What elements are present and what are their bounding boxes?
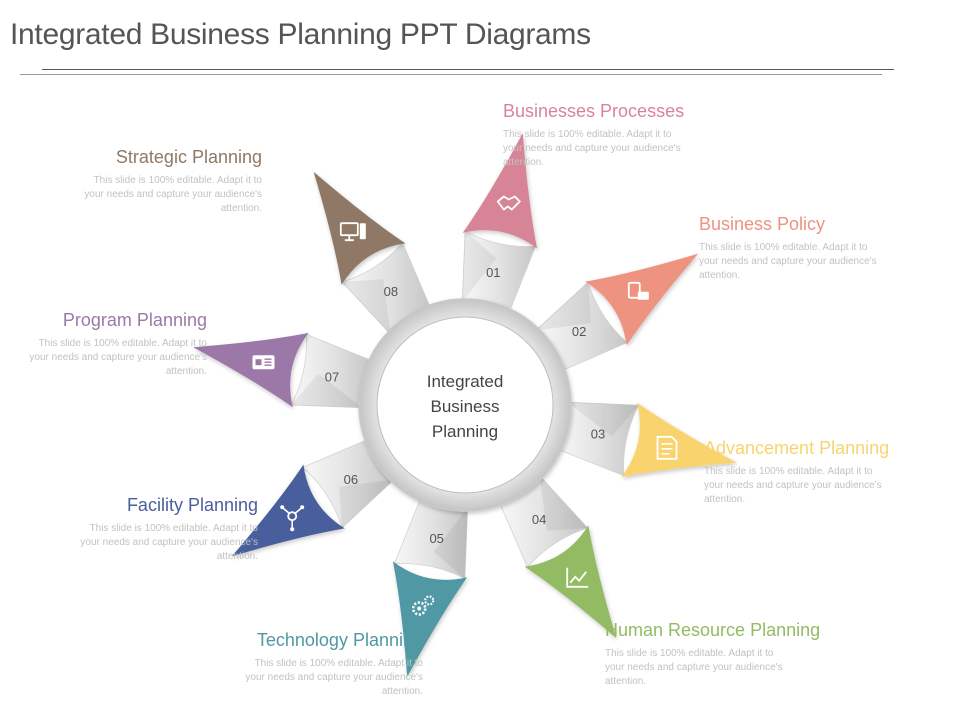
arm-number: 03 xyxy=(591,426,605,441)
arm-number: 04 xyxy=(532,512,546,527)
arm-program-planning: 07 xyxy=(193,332,379,409)
title-rule-top xyxy=(42,69,894,70)
label-title: Human Resource Planning xyxy=(605,620,821,640)
label-title: Technology Planning xyxy=(256,630,423,650)
label-description: This slide is 100% editable. Adapt it to… xyxy=(704,466,882,505)
label-title: Business Policy xyxy=(699,214,826,234)
network-icon xyxy=(280,505,305,532)
arm-human-resource-planning: 04 xyxy=(498,475,617,639)
arm-crease xyxy=(539,475,588,531)
gears-icon xyxy=(411,595,435,616)
arm-business-policy: 02 xyxy=(535,253,699,372)
label-facility-planning: Facility Planning This slide is 100% edi… xyxy=(0,495,258,564)
arm-number: 08 xyxy=(384,284,398,299)
arm-number: 02 xyxy=(572,324,586,339)
arm-crease xyxy=(462,231,497,303)
slide-title: Integrated Business Planning PPT Diagram… xyxy=(10,18,591,51)
label-description: This slide is 100% editable. Adapt it to… xyxy=(245,658,423,697)
label-description: This slide is 100% editable. Adapt it to… xyxy=(605,648,783,687)
handshake-icon xyxy=(496,195,521,211)
center-text-line-1: Integrated xyxy=(427,372,504,391)
label-description: This slide is 100% editable. Adapt it to… xyxy=(503,129,681,168)
label-title: Advancement Planning xyxy=(704,438,890,458)
label-strategic-planning: Strategic Planning This slide is 100% ed… xyxy=(2,147,262,216)
devices-icon xyxy=(627,281,649,300)
document-icon xyxy=(656,435,678,460)
label-title: Facility Planning xyxy=(126,495,258,515)
line-chart-icon xyxy=(566,567,589,588)
arm-strategic-planning: 08 xyxy=(313,171,432,335)
arm-number: 06 xyxy=(344,472,358,487)
arm-crease xyxy=(339,479,395,528)
arm-crease xyxy=(433,507,468,579)
label-advancement-planning: Advancement Planning This slide is 100% … xyxy=(704,438,960,507)
arm-head xyxy=(392,561,468,677)
label-description: This slide is 100% editable. Adapt it to… xyxy=(84,175,262,214)
arm-crease xyxy=(342,279,391,335)
arm-number: 01 xyxy=(486,265,500,280)
title-rule-bottom xyxy=(20,74,882,75)
label-description: This slide is 100% editable. Adapt it to… xyxy=(29,338,207,377)
arm-head xyxy=(193,332,309,408)
arm-advancement-planning: 03 xyxy=(551,401,737,478)
arm-head xyxy=(313,171,406,285)
arm-head xyxy=(231,464,345,557)
arm-facility-planning: 06 xyxy=(231,438,395,557)
computer-icon xyxy=(339,222,366,242)
label-description: This slide is 100% editable. Adapt it to… xyxy=(699,242,877,281)
arm-number: 07 xyxy=(325,370,339,385)
arm-number: 05 xyxy=(429,531,443,546)
label-program-planning: Program Planning This slide is 100% edit… xyxy=(0,310,207,379)
label-title: Program Planning xyxy=(62,310,207,330)
arm-crease xyxy=(535,282,591,331)
arm-crease xyxy=(567,402,639,437)
arm-head xyxy=(621,402,737,478)
center-ring xyxy=(358,298,572,512)
id-card-icon xyxy=(252,355,275,370)
label-description: This slide is 100% editable. Adapt it to… xyxy=(80,523,258,562)
label-human-resource-planning: Human Resource Planning This slide is 10… xyxy=(605,620,865,689)
label-technology-planning: Technology Planning This slide is 100% e… xyxy=(163,630,423,699)
label-title: Strategic Planning xyxy=(115,147,262,167)
label-title: Businesses Processes xyxy=(503,101,685,121)
arm-crease xyxy=(291,373,363,408)
center-text-line-3: Planning xyxy=(432,422,498,441)
label-businesses-processes: Businesses Processes This slide is 100% … xyxy=(503,101,763,170)
center-text-line-2: Business xyxy=(431,397,500,416)
arm-businesses-processes: 01 xyxy=(461,133,538,319)
arm-technology-planning: 05 xyxy=(392,491,469,677)
arm-head xyxy=(462,133,538,249)
label-business-policy: Business Policy This slide is 100% edita… xyxy=(699,214,959,283)
